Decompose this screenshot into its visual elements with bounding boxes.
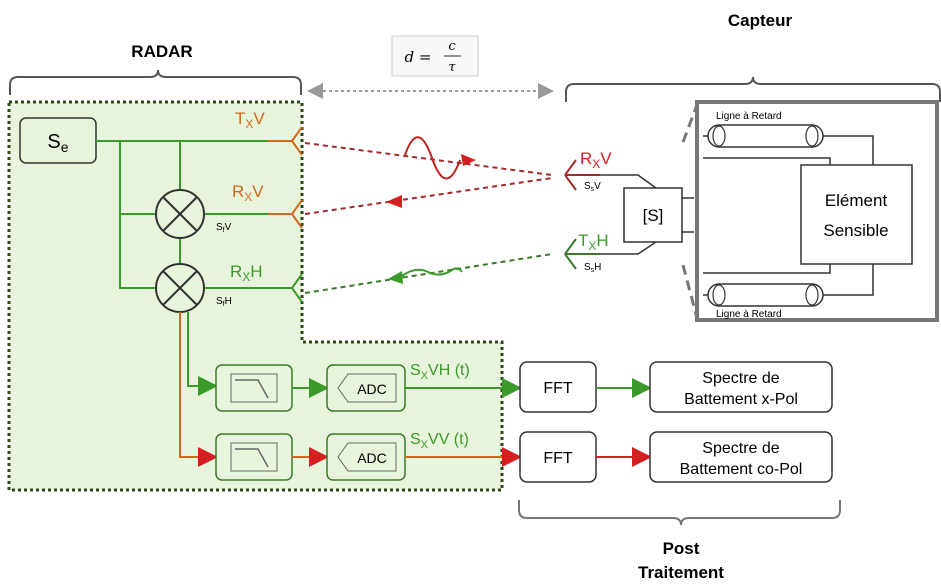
mixer-v <box>155 189 205 239</box>
sensor-wire-tx <box>600 241 657 255</box>
link-tx-v <box>304 142 553 176</box>
svg-text:Ligne à Retard: Ligne à Retard <box>716 309 782 320</box>
svg-text:Spectre de: Spectre de <box>702 370 779 387</box>
arrowhead-rx-h <box>388 271 403 284</box>
svg-text:Battement x-Pol: Battement x-Pol <box>684 391 798 408</box>
svg-text:Elément: Elément <box>825 191 888 210</box>
source-se-box: Se <box>19 117 97 164</box>
equation-numerator: c <box>448 39 456 54</box>
sensor-wire-rx <box>600 174 657 189</box>
switch-box: [S] <box>623 187 683 243</box>
sensor-antenna-rx-v <box>564 159 600 191</box>
mixer-v-output-label: SfV <box>216 222 232 234</box>
chain-copol-wire <box>179 312 218 467</box>
radar-antenna-rx-h <box>268 273 303 303</box>
svg-text:Sensible: Sensible <box>823 221 888 240</box>
link-rx-v <box>304 177 553 215</box>
sensor-detail-wiring <box>703 135 874 296</box>
svg-text:ADC: ADC <box>357 381 387 397</box>
fft-copol: FFT <box>519 431 597 483</box>
radar-wiring <box>96 140 268 289</box>
sensor-tx-h-signal: SsH <box>584 262 601 274</box>
sensor-tx-h-label: TXH <box>578 231 609 253</box>
mixer-h-output-label: SfH <box>216 296 232 308</box>
lowpass-filter-xpol <box>215 364 293 412</box>
capteur-brace <box>565 76 941 102</box>
distance-equation: d = c τ <box>391 35 479 77</box>
svg-text:Spectre de: Spectre de <box>702 440 779 457</box>
wave-tx-v <box>404 136 461 180</box>
radar-rx-h-label: RXH <box>230 262 263 284</box>
radar-tx-v-label: TXV <box>235 109 265 131</box>
signal-xvh-label: SXVH (t) <box>410 362 470 382</box>
spectrum-xpol-box: Spectre de Battement x-Pol <box>649 361 833 413</box>
svg-text:Se: Se <box>47 131 68 155</box>
radar-rx-v-label: RXV <box>232 182 264 204</box>
link-rx-h <box>304 253 553 294</box>
zoom-line-top <box>681 104 699 143</box>
radar-antenna-rx-v <box>268 199 303 229</box>
svg-text:Ligne à Retard: Ligne à Retard <box>716 111 782 122</box>
post-brace <box>518 500 841 526</box>
arrowhead-rx-v <box>386 195 402 208</box>
svg-text:FFT: FFT <box>543 380 573 397</box>
adc-xpol: ADC <box>326 364 406 412</box>
sensor-rx-v-label: RXV <box>580 149 612 171</box>
arrowhead-tx-v <box>461 154 476 166</box>
post-title-line2: Traitement <box>638 563 724 582</box>
adc-copol: ADC <box>326 433 406 481</box>
equation-denominator: τ <box>448 60 456 75</box>
fft-xpol: FFT <box>519 361 597 413</box>
wave-rx-h <box>401 267 463 277</box>
mixer-h <box>155 263 205 313</box>
radar-brace <box>9 69 302 95</box>
capteur-title: Capteur <box>728 11 793 30</box>
svg-text:FFT: FFT <box>543 450 573 467</box>
spectrum-copol-box: Spectre de Battement co-Pol <box>649 431 833 483</box>
radar-title: RADAR <box>131 42 192 61</box>
lowpass-filter-copol <box>215 433 293 481</box>
signal-xvv-label: SXVV (t) <box>410 431 469 451</box>
zoom-line-bottom <box>681 264 699 319</box>
chain-xpol-wire <box>187 312 218 396</box>
svg-text:Battement co-Pol: Battement co-Pol <box>680 461 803 478</box>
radar-antenna-tx-v <box>268 126 303 156</box>
delay-line-bottom: Ligne à Retard <box>707 283 824 320</box>
post-title-line1: Post <box>663 539 700 558</box>
sensor-rx-v-signal: SsV <box>584 181 601 193</box>
equation-lhs: d = <box>405 48 432 66</box>
sensor-antenna-tx-h <box>564 238 600 270</box>
svg-text:ADC: ADC <box>357 450 387 466</box>
svg-text:[S]: [S] <box>643 206 664 225</box>
sensitive-element: Elément Sensible <box>800 164 913 265</box>
